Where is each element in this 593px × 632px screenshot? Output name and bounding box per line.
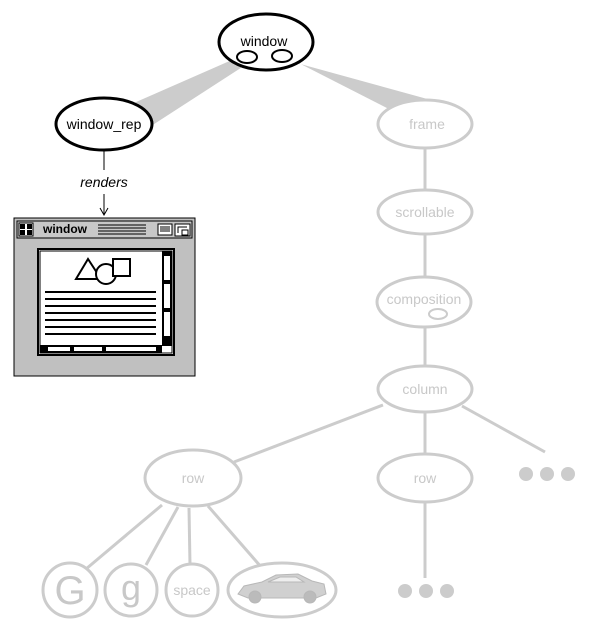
node-space-label: space — [173, 582, 211, 598]
edge-column-more — [461, 404, 546, 454]
window-widget: window — [13, 217, 196, 377]
resize-icon[interactable] — [174, 223, 191, 237]
composition-blob-icon — [428, 308, 448, 320]
edge-row-g — [144, 506, 180, 566]
edge-row-G — [85, 503, 163, 571]
vertical-scrollbar[interactable] — [162, 251, 172, 346]
node-row-right-label: row — [414, 470, 437, 486]
title-bar-stripes — [98, 224, 146, 235]
renders-label: renders — [80, 174, 127, 190]
edge-row-space — [187, 507, 192, 566]
node-column — [376, 364, 474, 414]
node-row-left — [143, 448, 243, 508]
node-space — [164, 562, 220, 618]
node-window-label: window — [240, 33, 289, 49]
triangle-shape — [74, 257, 103, 280]
close-box-icon[interactable] — [18, 222, 34, 237]
node-glyph-G — [41, 561, 99, 619]
car-icon — [237, 573, 327, 604]
node-column-label: column — [402, 381, 447, 397]
port-right — [271, 49, 293, 63]
edge-row-car — [206, 505, 264, 569]
ellipsis-icon — [398, 584, 454, 598]
edge-column-row-left — [233, 403, 384, 464]
window-widget-title: window — [42, 222, 88, 236]
document-lines — [45, 291, 156, 335]
node-frame-label: frame — [409, 116, 445, 132]
node-window-rep-label: window_rep — [66, 116, 142, 132]
node-row-left-label: row — [182, 470, 205, 486]
node-composition-label: composition — [387, 291, 462, 307]
node-glyph-G-label: G — [54, 569, 85, 613]
node-scrollable-label: scrollable — [395, 204, 454, 220]
square-shape — [112, 258, 131, 277]
node-row-right — [376, 452, 474, 504]
node-frame — [376, 98, 474, 150]
ellipsis-icon — [519, 467, 575, 481]
wedge-to-window-rep — [118, 56, 250, 128]
node-scrollable — [376, 188, 474, 236]
horizontal-scrollbar[interactable] — [40, 345, 162, 353]
node-glyph-g-label: g — [121, 567, 141, 608]
arrowhead — [99, 207, 109, 217]
port-left — [236, 50, 258, 64]
menu-icon[interactable] — [157, 223, 173, 236]
node-glyph-g — [103, 562, 159, 618]
